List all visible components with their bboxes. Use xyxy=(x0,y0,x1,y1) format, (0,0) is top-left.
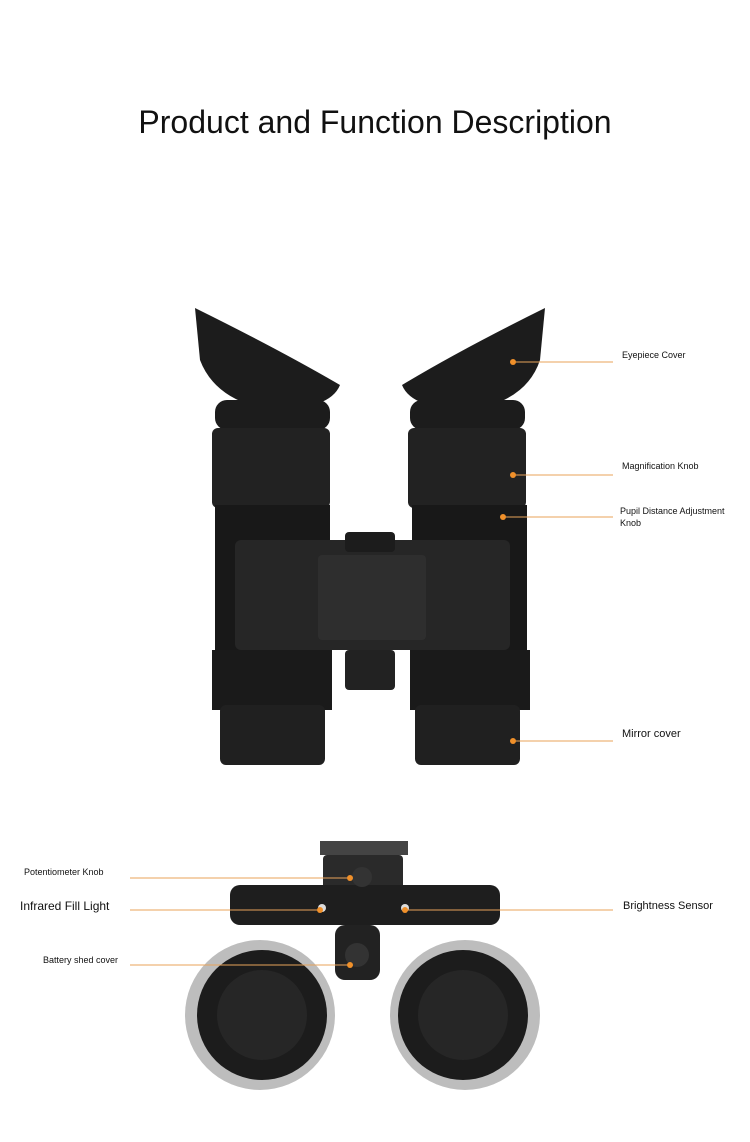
label-infrared-fill-light: Infrared Fill Light xyxy=(20,899,110,913)
label-magnification-knob: Magnification Knob xyxy=(622,461,699,471)
label-mirror-cover: Mirror cover xyxy=(622,728,681,740)
page-title: Product and Function Description xyxy=(138,104,612,140)
label-brightness-sensor: Brightness Sensor xyxy=(623,900,713,912)
label-potentiometer-knob: Potentiometer Knob xyxy=(24,867,104,877)
label-pupil-distance-knob: Pupil Distance Adjustment Knob xyxy=(620,506,725,528)
label-eyepiece-cover: Eyepiece Cover xyxy=(622,350,686,360)
label-battery-shed-cover: Battery shed cover xyxy=(43,955,119,965)
